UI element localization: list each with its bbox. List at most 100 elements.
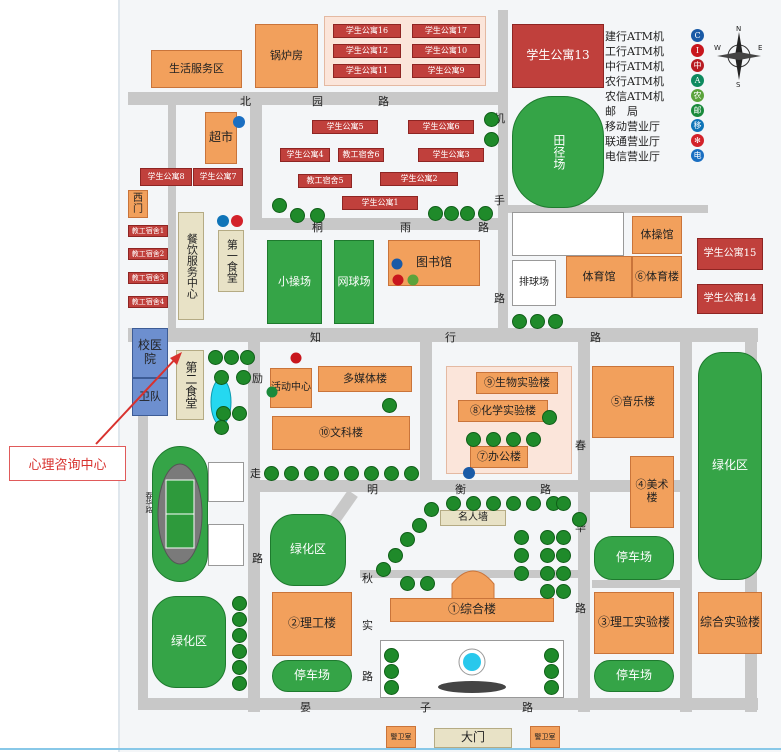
gymnastics-hall[interactable]: 体操馆 xyxy=(632,216,682,254)
staff-dorm-5[interactable]: 教工宿舍5 xyxy=(298,174,352,188)
multimedia-building[interactable]: 多媒体楼 xyxy=(318,366,412,392)
tree-icon xyxy=(446,496,461,511)
road-north xyxy=(128,92,498,105)
gym-building-6[interactable]: ⑥体育楼 xyxy=(632,256,682,298)
office-building[interactable]: ⑦办公楼 xyxy=(470,446,528,468)
dorm-10[interactable]: 学生公寓10 xyxy=(412,44,480,58)
tree-icon xyxy=(344,466,359,481)
tree-icon xyxy=(466,432,481,447)
tree-icon xyxy=(514,530,529,545)
chemistry-lab[interactable]: ⑧化学实验楼 xyxy=(458,400,548,422)
tree-icon xyxy=(540,530,555,545)
tree-icon xyxy=(540,566,555,581)
guard-room-right[interactable]: 警卫室 xyxy=(530,726,560,748)
road-qiushi-label-2: 实 xyxy=(362,619,373,632)
fountain-icon xyxy=(458,648,486,676)
staff-dorm-6[interactable]: 教工宿舍6 xyxy=(338,148,384,162)
music-building[interactable]: ⑤音乐楼 xyxy=(592,366,674,438)
school-hospital[interactable]: 校医院 xyxy=(132,328,168,378)
tree-icon xyxy=(556,496,571,511)
road-jishou-label-1: 机 xyxy=(494,112,505,125)
dorm-5[interactable]: 学生公寓5 xyxy=(312,120,378,134)
dorm-13[interactable]: 学生公寓13 xyxy=(512,24,604,88)
parking-lot-2[interactable]: 停车场 xyxy=(272,660,352,692)
tree-icon xyxy=(400,576,415,591)
road-sports xyxy=(508,205,708,213)
tree-icon xyxy=(232,676,247,691)
staff-dorm-1[interactable]: 教工宿舍1 xyxy=(128,225,168,237)
tree-icon xyxy=(404,466,419,481)
biology-lab[interactable]: ⑨生物实验楼 xyxy=(476,372,558,394)
parking-lot-1[interactable]: 停车场 xyxy=(594,536,674,580)
legend-row: 中行ATM机中 xyxy=(605,58,715,73)
tree-icon xyxy=(384,680,399,695)
tree-icon xyxy=(544,648,559,663)
dining-service-center[interactable]: 餐饮服务中心 xyxy=(178,212,204,320)
gymnasium[interactable]: 体育馆 xyxy=(566,256,632,298)
green-area-mid[interactable]: 绿化区 xyxy=(270,514,346,586)
supermarket[interactable]: 超市 xyxy=(205,112,237,164)
comprehensive-building[interactable]: ①综合楼 xyxy=(390,598,554,622)
dorm-1[interactable]: 学生公寓1 xyxy=(342,196,418,210)
celebrity-wall[interactable]: 名人墙 xyxy=(440,510,506,526)
tree-icon xyxy=(478,206,493,221)
dorm-9[interactable]: 学生公寓9 xyxy=(412,64,480,78)
track-field[interactable]: 田径场 xyxy=(512,96,604,208)
road-mingheng-label-3: 路 xyxy=(540,483,551,496)
tree-icon xyxy=(264,466,279,481)
activity-center[interactable]: 活动中心 xyxy=(270,368,312,408)
staff-dorm-2[interactable]: 教工宿舍2 xyxy=(128,248,168,260)
icbc-icon xyxy=(392,274,404,286)
dorm-8[interactable]: 学生公寓8 xyxy=(140,168,192,186)
dorm-16[interactable]: 学生公寓16 xyxy=(333,24,401,38)
guard-room-left[interactable]: 警卫室 xyxy=(386,726,416,748)
west-gate[interactable]: 西门 xyxy=(128,190,148,218)
staff-dorm-3[interactable]: 教工宿舍3 xyxy=(128,272,168,284)
tree-icon xyxy=(542,410,557,425)
psych-center-callout[interactable]: 心理咨询中心 xyxy=(9,446,126,481)
dorm-7[interactable]: 学生公寓7 xyxy=(193,168,243,186)
tennis-court[interactable]: 网球场 xyxy=(334,240,374,324)
dorm-4[interactable]: 学生公寓4 xyxy=(280,148,330,162)
liberal-arts-building[interactable]: ⑩文科楼 xyxy=(272,416,410,450)
staff-dorm-4[interactable]: 教工宿舍4 xyxy=(128,296,168,308)
green-area-left[interactable]: 绿化区 xyxy=(152,596,226,688)
art-building[interactable]: ④美术楼 xyxy=(630,456,674,528)
engineering-building[interactable]: ②理工楼 xyxy=(272,592,352,656)
ccb-icon xyxy=(463,467,475,479)
canteen-2[interactable]: 第二食堂 xyxy=(176,350,204,420)
tree-icon xyxy=(232,628,247,643)
mobile-icon: 移 xyxy=(691,119,704,132)
life-service-area[interactable]: 生活服务区 xyxy=(151,50,242,88)
library[interactable]: 图书馆 xyxy=(388,240,480,286)
telecom-icon xyxy=(233,116,245,128)
road-side-label: 春华路 xyxy=(145,492,153,513)
canteen-1[interactable]: 第一食堂 xyxy=(218,230,244,292)
boiler-room[interactable]: 锅炉房 xyxy=(255,24,318,88)
tree-icon xyxy=(324,466,339,481)
legend-row: 联通营业厅✻ xyxy=(605,133,715,148)
dorm-2[interactable]: 学生公寓2 xyxy=(380,172,458,186)
green-area-right[interactable]: 绿化区 xyxy=(698,352,762,580)
dorm-17[interactable]: 学生公寓17 xyxy=(412,24,480,38)
small-field[interactable]: 小操场 xyxy=(267,240,322,324)
main-gate[interactable]: 大门 xyxy=(434,728,512,748)
courts-left xyxy=(208,462,244,502)
tree-icon xyxy=(544,664,559,679)
parking-lot-3[interactable]: 停车场 xyxy=(594,660,674,692)
tree-icon xyxy=(364,466,379,481)
tree-icon xyxy=(388,548,403,563)
science-lab[interactable]: ③理工实验楼 xyxy=(594,592,674,654)
dorm-15[interactable]: 学生公寓15 xyxy=(697,238,763,270)
comprehensive-lab[interactable]: 综合实验楼 xyxy=(698,592,762,654)
dorm-14[interactable]: 学生公寓14 xyxy=(697,284,763,314)
stadium-track-icon xyxy=(157,463,203,565)
dorm-11[interactable]: 学生公寓11 xyxy=(333,64,401,78)
volleyball-court[interactable]: 排球场 xyxy=(512,260,556,306)
dorm-6[interactable]: 学生公寓6 xyxy=(408,120,474,134)
dorm-12[interactable]: 学生公寓12 xyxy=(333,44,401,58)
mobile-icon xyxy=(217,215,229,227)
dorm-3[interactable]: 学生公寓3 xyxy=(418,148,484,162)
road-tongyu-label-2: 雨 xyxy=(400,221,411,234)
